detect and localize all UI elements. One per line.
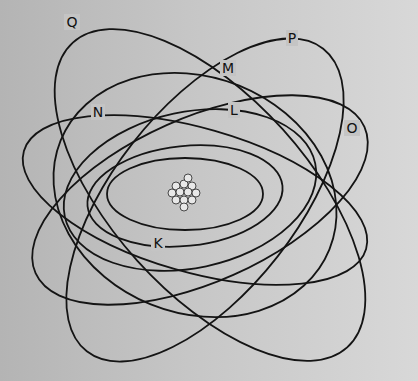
orbit-ellipse xyxy=(107,158,263,230)
nucleus xyxy=(168,174,200,211)
orbit-ellipse xyxy=(4,82,386,319)
orbit-label: Q xyxy=(64,14,79,30)
orbit-label: M xyxy=(220,60,236,76)
orbit-label: O xyxy=(344,120,359,136)
orbit-label: K xyxy=(151,235,164,251)
orbit-label: L xyxy=(228,102,240,118)
orbit-label: N xyxy=(91,104,105,120)
orbit-ellipse xyxy=(49,87,332,293)
orbit-ellipse xyxy=(14,0,395,381)
orbit-ellipse xyxy=(2,52,398,348)
orbit-label: P xyxy=(286,30,298,46)
